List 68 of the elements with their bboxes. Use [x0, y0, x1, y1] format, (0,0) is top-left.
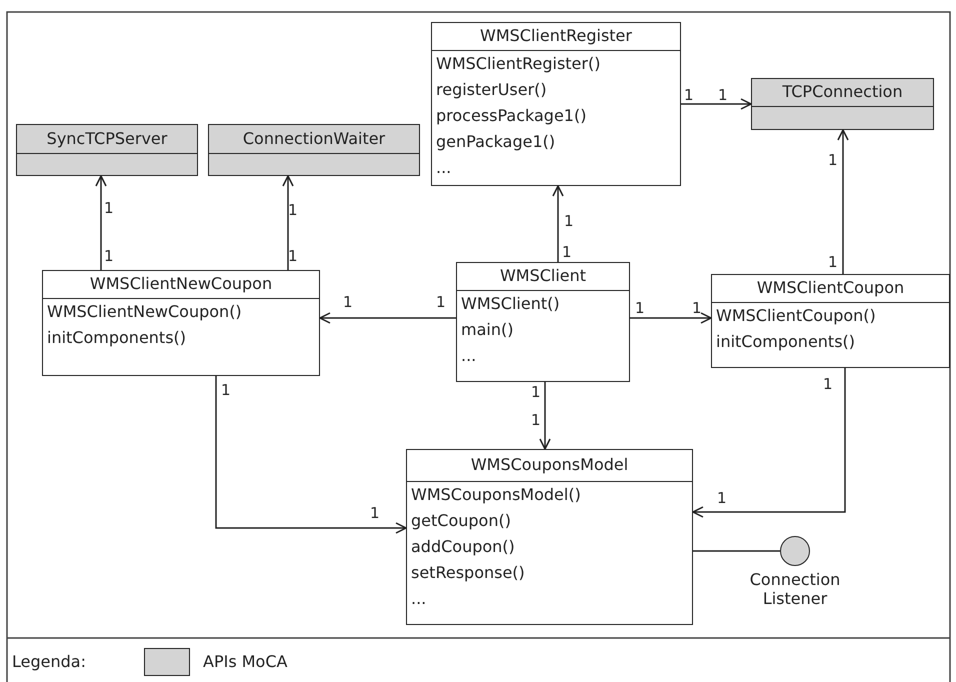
multiplicity-label: 1 [104, 200, 114, 216]
class-name: WMSClientNewCoupon [43, 271, 319, 299]
multiplicity-label: 1 [828, 254, 838, 270]
multiplicity-label: 1 [370, 505, 380, 521]
association-arrow [539, 382, 551, 450]
multiplicity-label: 1 [635, 300, 645, 316]
class-box [456, 262, 630, 382]
class-name: SyncTCPServer [17, 125, 197, 154]
multiplicity-label: 1 [288, 248, 298, 264]
multiplicity-label: 1 [828, 152, 838, 168]
method-name: ... [410, 588, 428, 610]
multiplicity-label: 1 [221, 382, 231, 398]
association-arrow [215, 376, 407, 534]
method-name: setResponse() [410, 562, 526, 584]
connector-line [693, 550, 780, 552]
multiplicity-label: 1 [717, 490, 727, 506]
class-box [208, 124, 420, 176]
multiplicity-label: 1 [531, 384, 541, 400]
multiplicity-label: 1 [684, 87, 694, 103]
class-box [42, 270, 320, 376]
association-arrow [630, 312, 712, 324]
interface-circle [780, 536, 810, 566]
method-name: WMSClientRegister() [435, 53, 602, 75]
method-name: WMSClientCoupon() [715, 305, 877, 327]
association-arrow [552, 185, 564, 262]
legend-title: Legenda: [12, 654, 86, 670]
method-name: WMSCouponsModel() [410, 484, 582, 506]
method-name: registerUser() [435, 79, 548, 101]
class-name: WMSClientRegister [432, 23, 680, 51]
method-name: processPackage1() [435, 105, 588, 127]
method-name: initComponents() [46, 327, 188, 349]
class-box [431, 22, 681, 186]
multiplicity-label: 1 [436, 294, 446, 310]
class-name: ConnectionWaiter [209, 125, 419, 154]
multiplicity-label: 1 [288, 202, 298, 218]
method-name: WMSClientNewCoupon() [46, 301, 243, 323]
association-arrow [282, 175, 294, 270]
class-box [751, 78, 934, 130]
association-arrow [319, 312, 456, 324]
method-name: genPackage1() [435, 131, 556, 153]
multiplicity-label: 1 [104, 248, 114, 264]
method-name: main() [460, 319, 514, 341]
legend-label: APIs MoCA [203, 654, 288, 670]
class-name: WMSClientCoupon [712, 275, 949, 303]
class-box [16, 124, 198, 176]
class-box [711, 274, 950, 368]
class-name: WMSCouponsModel [407, 450, 692, 482]
multiplicity-label: 1 [823, 376, 833, 392]
multiplicity-label: 1 [562, 244, 572, 260]
class-name: TCPConnection [752, 79, 933, 107]
multiplicity-label: 1 [343, 294, 353, 310]
method-name: initComponents() [715, 331, 856, 353]
interface-name: Connection Listener [748, 570, 842, 608]
multiplicity-label: 1 [564, 213, 574, 229]
method-name: WMSClient() [460, 293, 561, 315]
method-name: ... [460, 345, 478, 367]
association-arrow [681, 98, 752, 110]
method-name: addCoupon() [410, 536, 516, 558]
method-name: getCoupon() [410, 510, 512, 532]
association-arrow [837, 129, 849, 274]
multiplicity-label: 1 [718, 87, 728, 103]
association-arrow [95, 175, 107, 270]
class-name: WMSClient [457, 263, 629, 291]
association-arrow [692, 368, 846, 518]
method-name: ... [435, 157, 452, 179]
multiplicity-label: 1 [531, 412, 541, 428]
class-box [406, 449, 693, 625]
multiplicity-label: 1 [692, 300, 702, 316]
